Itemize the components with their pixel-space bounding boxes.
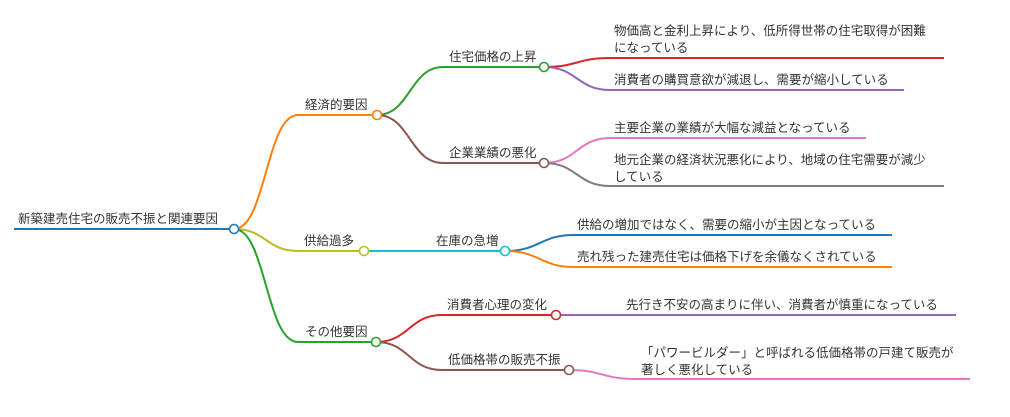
sub-label-inventory: 在庫の急増	[436, 233, 499, 248]
sub-node-lowprice[interactable]	[563, 364, 575, 376]
leaf-connector	[543, 137, 866, 164]
sub-label-earnings: 企業業績の悪化	[449, 145, 537, 160]
sub-connector-price	[376, 66, 544, 116]
leaf-connector	[543, 57, 944, 68]
leaf-connector	[543, 66, 904, 91]
leaf-label: 「パワービルダー」と呼ばれる低価格帯の戸建て販売が 著しく悪化している	[641, 345, 954, 377]
branch-label-other: その他要因	[305, 324, 368, 339]
leaf-label: 地元企業の経済状況悪化により、地域の住宅需要が減少 している	[614, 152, 926, 184]
leaf-connector	[568, 369, 970, 380]
root-node[interactable]	[228, 223, 240, 235]
branch-node-economic[interactable]	[371, 109, 383, 121]
leaf-connector	[504, 234, 892, 252]
sub-label-lowprice: 低価格帯の販売不振	[448, 352, 561, 367]
branch-node-other[interactable]	[370, 336, 382, 348]
leaf-label: 消費者の購買意欲が減退し、需要が縮小している	[614, 72, 889, 87]
branch-label-oversupply: 供給過多	[304, 233, 355, 248]
sub-connector-lowprice	[375, 341, 569, 371]
sub-connector-earnings	[376, 114, 544, 164]
sub-connector-psychology	[375, 314, 556, 343]
sub-node-inventory[interactable]	[499, 245, 511, 257]
leaf-label: 物価高と金利上昇により、低所得世帯の住宅取得が困難 になっている	[614, 23, 926, 55]
leaf-label: 売れ残った建売住宅は価格下げを余儀なくされている	[577, 249, 877, 264]
sub-label-price: 住宅価格の上昇	[449, 49, 537, 64]
branch-connector-other	[233, 228, 376, 343]
leaf-label: 供給の増加ではなく、需要の縮小が主因となっている	[577, 217, 877, 232]
sub-node-price[interactable]	[538, 61, 550, 73]
branch-label-economic: 経済的要因	[305, 97, 368, 112]
sub-label-psychology: 消費者心理の変化	[447, 297, 548, 312]
sub-node-earnings[interactable]	[538, 157, 550, 169]
leaf-label: 主要企業の業績が大幅な減益となっている	[614, 120, 851, 135]
leaf-connector	[543, 162, 944, 187]
branch-connector-economic	[233, 114, 377, 230]
sub-node-psychology[interactable]	[550, 309, 562, 321]
branch-node-oversupply[interactable]	[358, 245, 370, 257]
root-label: 新築建売住宅の販売不振と関連要因	[18, 211, 219, 226]
leaf-connector	[504, 250, 892, 268]
branch-connector-oversupply	[233, 228, 364, 252]
leaf-label: 先行き不安の高まりに伴い、消費者が慎重になっている	[626, 297, 938, 312]
